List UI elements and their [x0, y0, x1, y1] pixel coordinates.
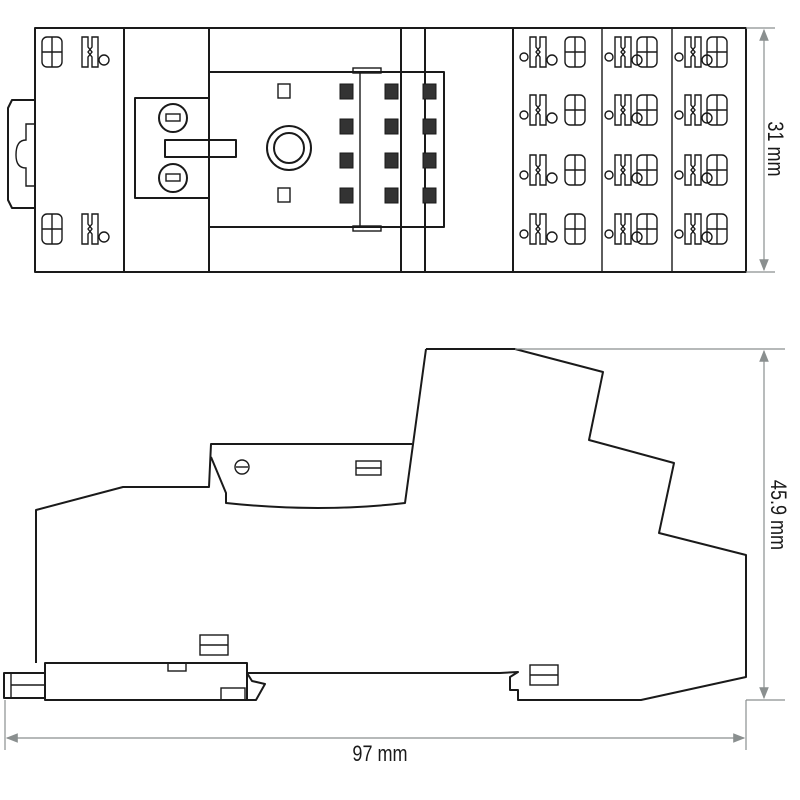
pin-slot	[277, 83, 291, 99]
dim-width: 97 mm	[352, 741, 408, 766]
terminal-clamp	[564, 154, 586, 186]
pin-slot	[422, 152, 437, 169]
terminal-clamp	[706, 94, 728, 126]
clip-bar	[164, 139, 237, 158]
spring-release	[81, 213, 110, 245]
terminal-clamp	[706, 36, 728, 68]
terminal-clamp	[636, 213, 658, 245]
terminal-clamp	[564, 36, 586, 68]
retaining-clip	[134, 97, 210, 199]
pin-slot	[339, 118, 354, 135]
terminal-clamp	[706, 213, 728, 245]
terminals	[41, 36, 728, 245]
pin-slot	[339, 83, 354, 100]
pin-slot	[422, 83, 437, 100]
terminal-clamp	[706, 154, 728, 186]
pin-slot	[422, 118, 437, 135]
screw-icon	[234, 459, 250, 475]
terminal-clamp	[41, 36, 63, 68]
terminal-clamp	[564, 94, 586, 126]
dim-top-height: 31 mm	[763, 121, 788, 177]
top-view-outline	[34, 27, 747, 273]
socket-pins	[277, 83, 437, 204]
pin-slot	[384, 187, 399, 204]
spring-release	[529, 94, 558, 126]
spring-release	[81, 36, 110, 68]
side-view-outline	[247, 348, 747, 701]
relay-seat	[208, 71, 445, 228]
din-foot	[44, 662, 248, 701]
pin-slot	[339, 152, 354, 169]
screw-icon	[158, 103, 188, 133]
pin-slot	[339, 187, 354, 204]
dimension-lines	[4, 27, 785, 750]
terminal-clamp	[636, 36, 658, 68]
pin-slot	[422, 187, 437, 204]
spring-release	[529, 36, 558, 68]
terminal-clamp	[41, 213, 63, 245]
dim-side-height: 45.9 mm	[766, 479, 791, 551]
center-hole-icon	[266, 125, 312, 171]
spring-release	[529, 213, 558, 245]
terminal-clamp	[636, 154, 658, 186]
screw-icon	[158, 163, 188, 193]
pin-slot	[384, 83, 399, 100]
din-clip-tab	[15, 123, 35, 187]
top-view	[7, 27, 747, 273]
pin-slot	[384, 118, 399, 135]
terminal-clamp	[564, 213, 586, 245]
pin-slot	[277, 187, 291, 203]
din-clip	[7, 99, 35, 209]
spring-release	[529, 154, 558, 186]
side-view	[3, 348, 747, 701]
side-view-upper	[35, 348, 427, 663]
pin-slot	[384, 152, 399, 169]
terminal-clamp	[636, 94, 658, 126]
